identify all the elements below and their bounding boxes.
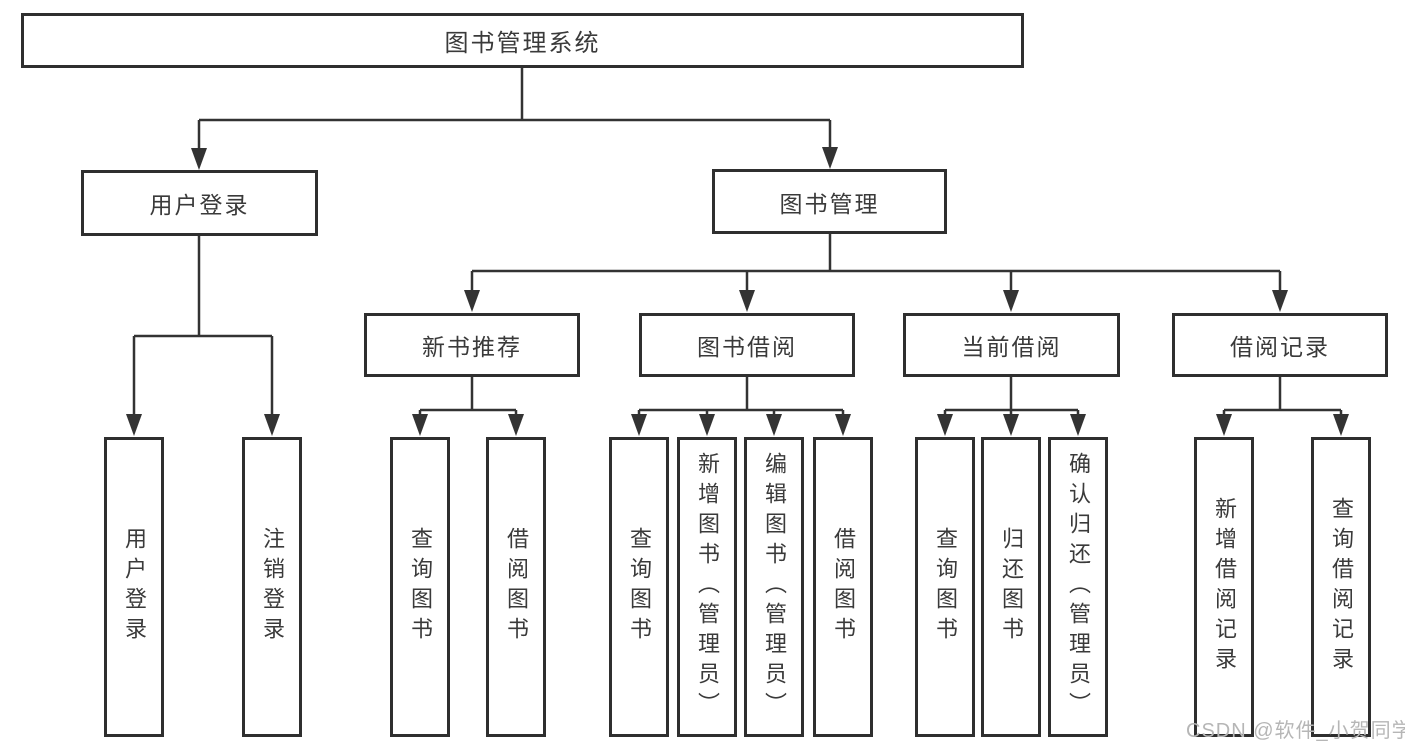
arrowhead <box>1003 290 1019 312</box>
connector-new-book-rec-branch <box>418 377 518 418</box>
connector-current-borrow-branch <box>943 377 1080 418</box>
arrowhead <box>631 414 647 436</box>
node-current-borrow: 当前借阅 <box>903 313 1120 377</box>
arrowhead <box>191 148 207 170</box>
arrowhead <box>822 147 838 169</box>
arrowhead <box>1216 414 1232 436</box>
leaf-return-book: 归还图书 <box>981 437 1041 737</box>
arrowhead <box>739 290 755 312</box>
arrowhead <box>937 414 953 436</box>
arrowhead <box>508 414 524 436</box>
leaf-query-book-current: 查询图书 <box>915 437 975 737</box>
leaf-query-book-borrow: 查询图书 <box>609 437 669 737</box>
node-user-login: 用户登录 <box>81 170 318 236</box>
arrowhead <box>766 414 782 436</box>
arrowhead <box>264 414 280 436</box>
node-new-book-recommend: 新书推荐 <box>364 313 580 377</box>
csdn-watermark: CSDN @软件_小贺同学 <box>1186 720 1405 742</box>
connector-user-login-branch <box>132 236 274 416</box>
arrowhead <box>835 414 851 436</box>
arrowhead <box>1070 414 1086 436</box>
arrowhead <box>464 290 480 312</box>
node-book-management: 图书管理 <box>712 169 947 234</box>
connector-book-borrow-branch <box>637 377 845 418</box>
leaf-borrow-book-recommend: 借阅图书 <box>486 437 546 737</box>
connector-book-mgmt-branch <box>470 234 1282 292</box>
node-book-borrow: 图书借阅 <box>639 313 855 377</box>
leaf-query-book-recommend: 查询图书 <box>390 437 450 737</box>
leaf-confirm-return-admin: 确认归还（管理员） <box>1048 437 1108 737</box>
arrowhead <box>1333 414 1349 436</box>
connector-root-to-level2 <box>197 68 832 150</box>
leaf-add-borrow-record: 新增借阅记录 <box>1194 437 1254 737</box>
leaf-user-login: 用户登录 <box>104 437 164 737</box>
node-root-system: 图书管理系统 <box>21 13 1024 68</box>
connector-borrow-records-branch <box>1222 377 1343 418</box>
arrowhead <box>412 414 428 436</box>
arrowhead <box>126 414 142 436</box>
leaf-query-borrow-record: 查询借阅记录 <box>1311 437 1371 737</box>
arrowhead <box>699 414 715 436</box>
leaf-logout: 注销登录 <box>242 437 302 737</box>
leaf-borrow-book: 借阅图书 <box>813 437 873 737</box>
leaf-edit-book-admin: 编辑图书（管理员） <box>744 437 804 737</box>
arrowhead <box>1272 290 1288 312</box>
leaf-add-book-admin: 新增图书（管理员） <box>677 437 737 737</box>
node-borrow-records: 借阅记录 <box>1172 313 1388 377</box>
arrowhead <box>1003 414 1019 436</box>
